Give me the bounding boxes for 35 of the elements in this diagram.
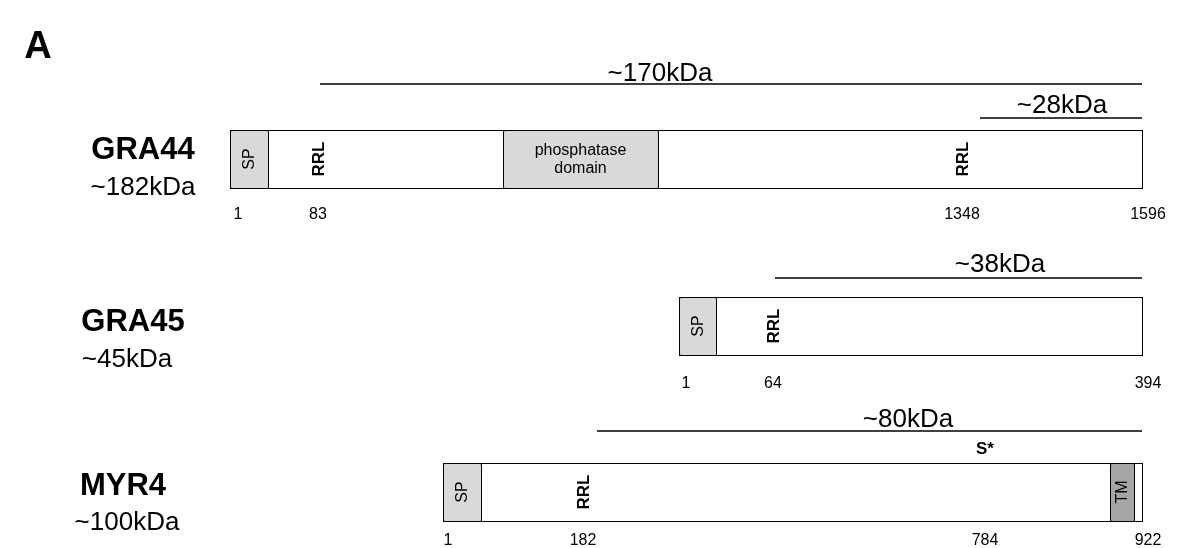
protein-size-label: ~182kDa xyxy=(90,173,196,199)
motif-label: RRL xyxy=(764,308,782,344)
site-label: S* xyxy=(976,439,994,457)
protein-bar xyxy=(443,463,1143,522)
residue-number: 1348 xyxy=(944,206,980,222)
protein-size-label: ~100kDa xyxy=(74,508,180,534)
transmembrane-domain: TM xyxy=(1109,462,1135,522)
protein-name: MYR4 xyxy=(79,468,167,500)
protein-name: GRA45 xyxy=(81,304,185,336)
signal-peptide-domain: SP xyxy=(229,129,269,189)
residue-number: 83 xyxy=(309,206,327,222)
residue-number: 182 xyxy=(569,532,597,548)
phosphatase-domain: phosphatase domain xyxy=(502,129,659,189)
protein-bar xyxy=(230,130,1143,189)
residue-number: 784 xyxy=(971,532,999,548)
residue-number: 1 xyxy=(233,206,243,222)
panel-letter: A xyxy=(24,26,52,64)
residue-number: 1 xyxy=(681,375,691,391)
motif-label: RRL xyxy=(309,141,327,177)
signal-peptide-domain: SP xyxy=(678,296,717,356)
motif-label: RRL xyxy=(953,141,971,177)
protein-name: GRA44 xyxy=(91,132,195,164)
signal-peptide-domain: SP xyxy=(442,462,482,522)
protein-size-label: ~45kDa xyxy=(81,345,173,371)
fragment-size-label: ~170kDa xyxy=(607,59,713,85)
residue-number: 394 xyxy=(1134,375,1162,391)
fragment-size-label: ~80kDa xyxy=(862,405,954,431)
protein-bar xyxy=(679,297,1143,356)
motif-label: RRL xyxy=(574,474,592,510)
fragment-size-label: ~28kDa xyxy=(1016,91,1108,117)
residue-number: 1 xyxy=(443,532,453,548)
fragment-size-label: ~38kDa xyxy=(954,250,1046,276)
residue-number: 64 xyxy=(764,375,782,391)
residue-number: 1596 xyxy=(1130,206,1166,222)
residue-number: 922 xyxy=(1134,532,1162,548)
